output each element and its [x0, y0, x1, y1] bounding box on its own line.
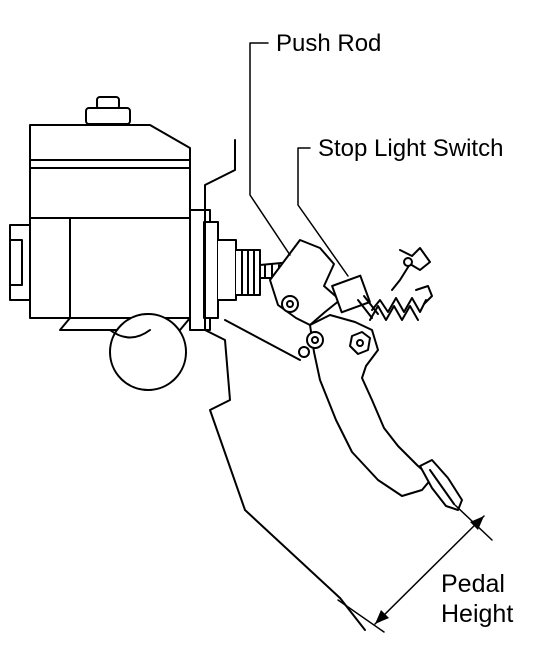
pedal-bracket	[269, 239, 341, 326]
pedal-height-label-line1: Pedal	[441, 570, 505, 598]
stop-light-switch-label: Stop Light Switch	[318, 135, 504, 162]
pedal-height-label-line2: Height	[441, 600, 514, 628]
pedal-height-label: Pedal Height	[441, 569, 513, 629]
stop-light-switch	[331, 274, 379, 319]
push-rod-label: Push Rod	[276, 30, 382, 57]
firewall-panel	[204, 139, 366, 631]
stop-light-switch-leader	[297, 147, 349, 277]
return-spring	[369, 247, 433, 321]
pedal-height-dimension	[337, 504, 493, 633]
master-cylinder	[9, 96, 261, 391]
brake-pedal-arm	[298, 314, 463, 511]
leader-lines	[249, 42, 349, 277]
push-rod-leader	[249, 42, 291, 256]
